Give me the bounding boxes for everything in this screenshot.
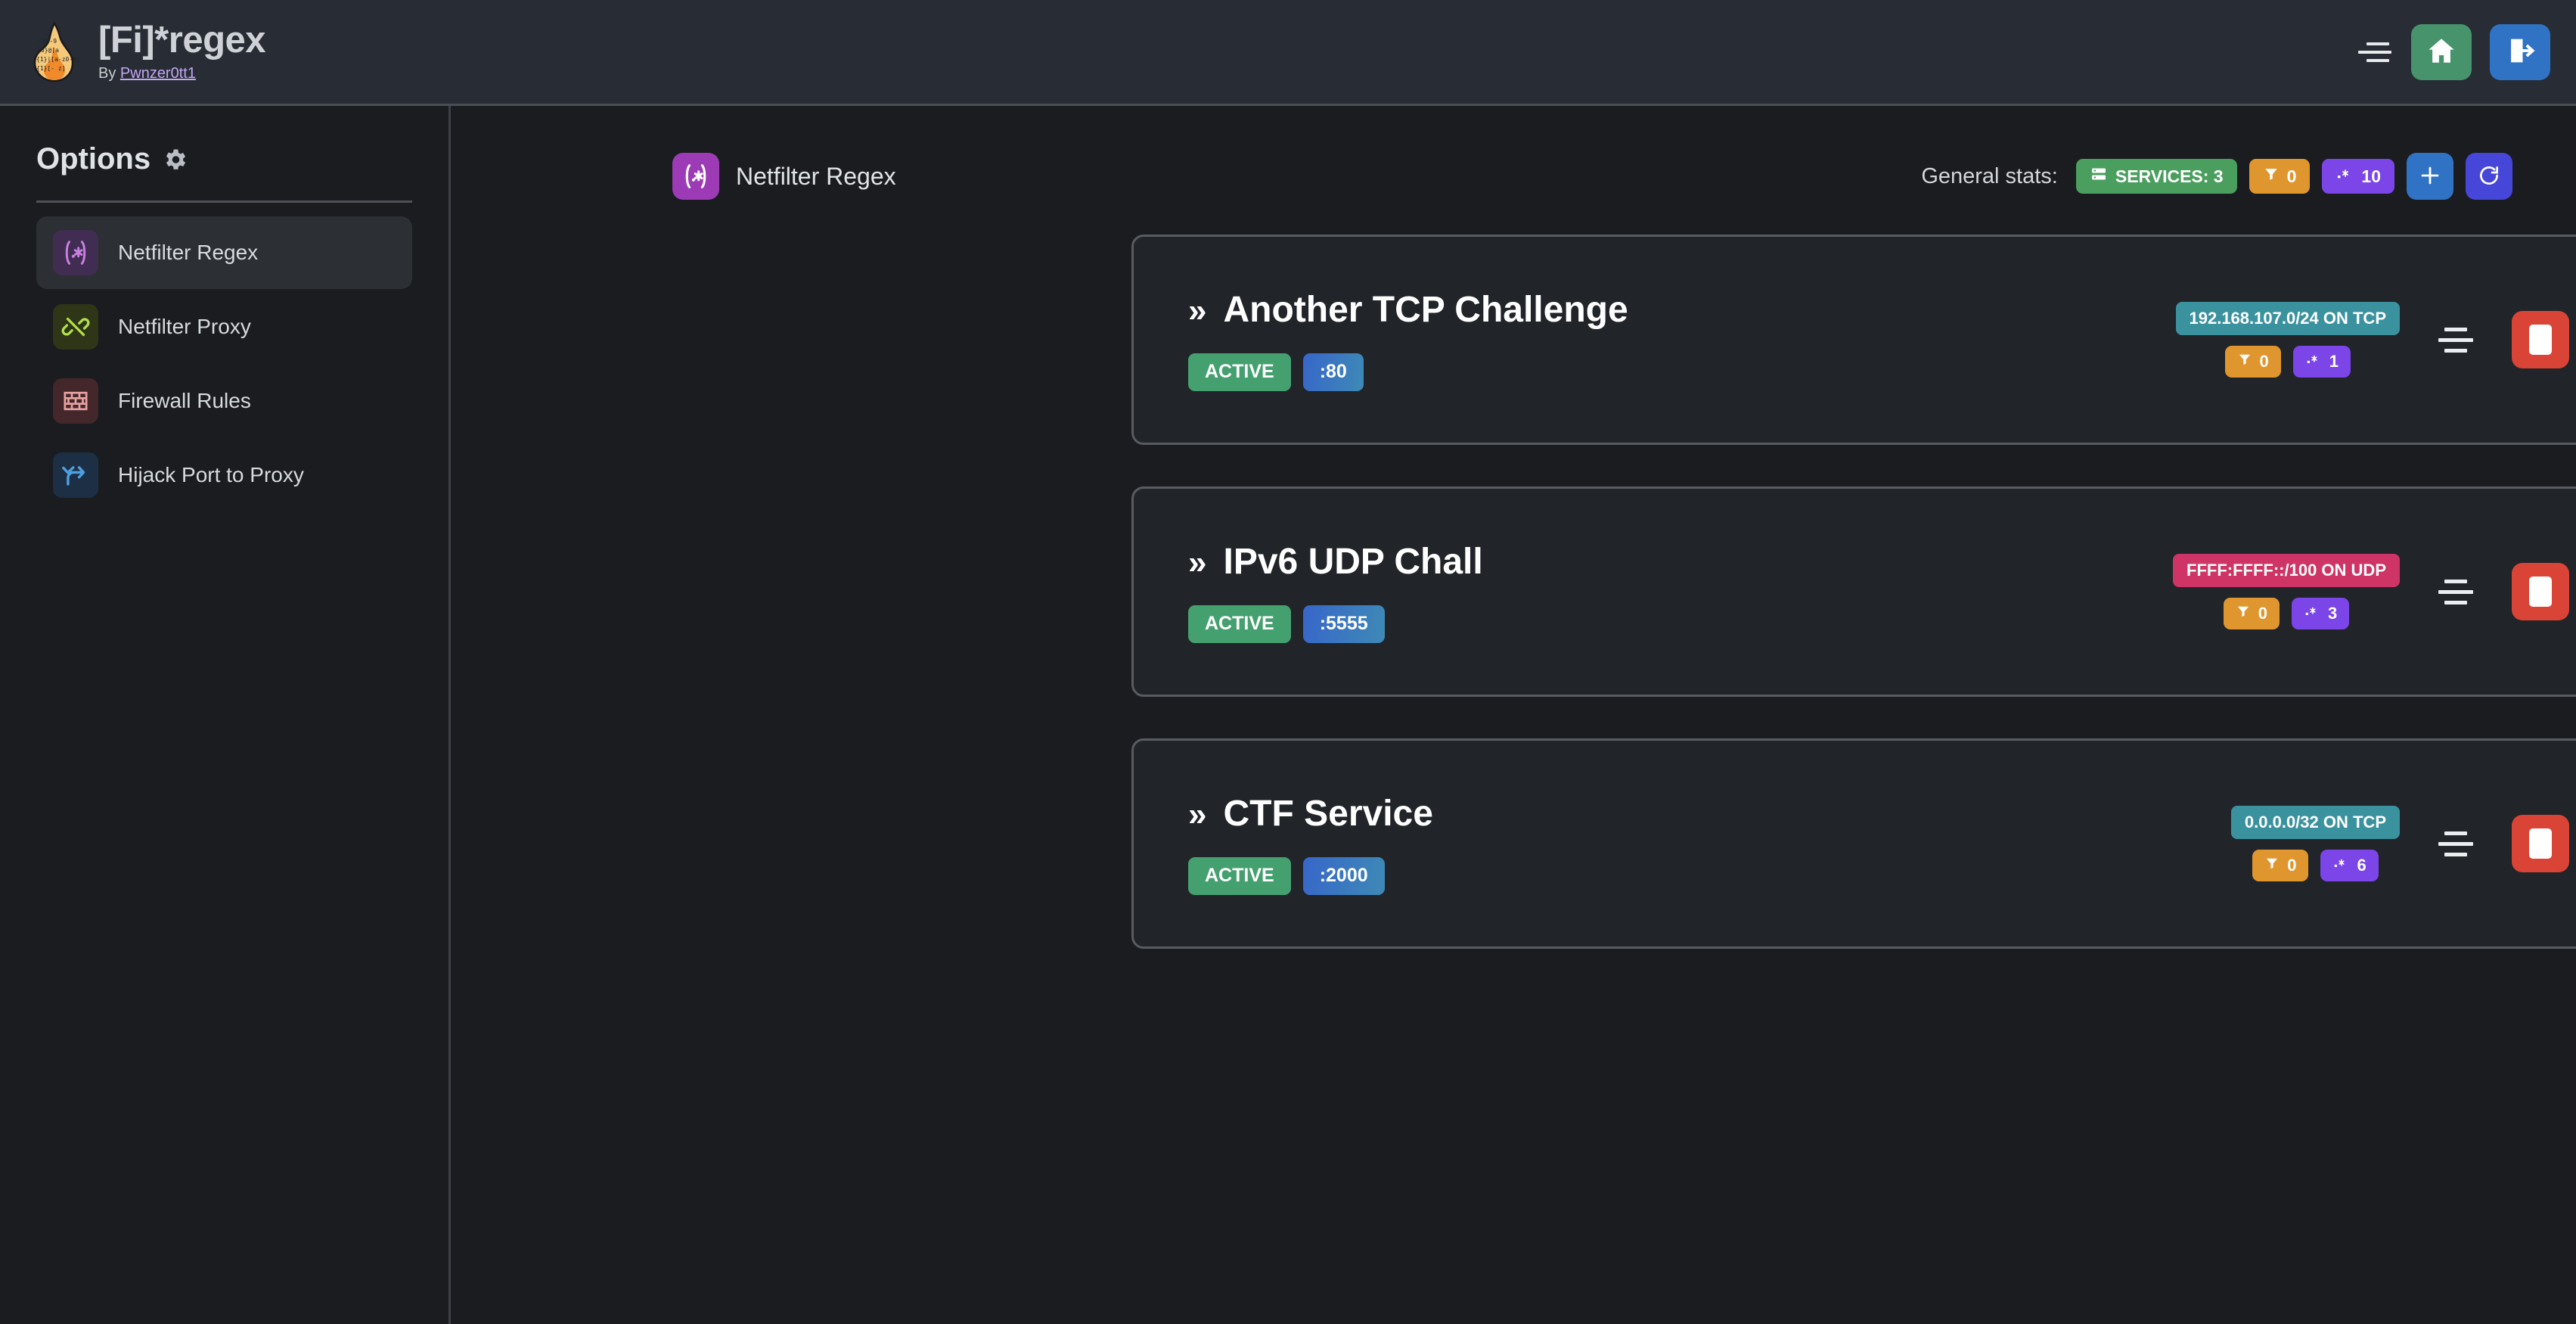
filter-count-badge: 0 bbox=[2223, 598, 2280, 629]
service-card[interactable]: » IPv6 UDP Chall ACTIVE :5555 FFFF:FFFF:… bbox=[1131, 486, 2576, 697]
regex-count-label: 6 bbox=[2357, 856, 2367, 875]
filter-count-label: 0 bbox=[2258, 604, 2267, 623]
status-badge-filters[interactable]: 0 bbox=[2249, 159, 2311, 194]
gear-icon[interactable] bbox=[161, 146, 188, 173]
drag-handle-icon[interactable] bbox=[2435, 579, 2477, 605]
home-button[interactable] bbox=[2411, 23, 2472, 80]
svg-text:20}@[a: 20}@[a bbox=[37, 47, 59, 54]
general-stats-label: General stats: bbox=[1921, 163, 2058, 188]
server-icon bbox=[2090, 165, 2108, 188]
regex-count-label: 3 bbox=[2328, 604, 2338, 623]
sidebar-item-hijack-port-to-proxy[interactable]: Hijack Port to Proxy bbox=[36, 439, 412, 511]
stop-button[interactable] bbox=[2512, 311, 2569, 368]
regex-count-badge: 3 bbox=[2292, 598, 2350, 629]
filters-count-label: 0 bbox=[2286, 166, 2297, 186]
status-badge-services[interactable]: SERVICES: 3 bbox=[2075, 159, 2237, 194]
service-name: Another TCP Challenge bbox=[1223, 289, 1628, 330]
sidebar-item-netfilter-regex[interactable]: Netfilter Regex bbox=[36, 216, 412, 289]
flame-regex-logo-icon: -z0-9 20}@[a {1}|[a-z0-9] {1}[- z] bbox=[26, 21, 82, 82]
port-badge: :5555 bbox=[1302, 605, 1385, 643]
regex-icon bbox=[672, 153, 719, 200]
service-card[interactable]: » Another TCP Challenge ACTIVE :80 192.1… bbox=[1131, 235, 2576, 445]
status-badge: ACTIVE bbox=[1188, 353, 1291, 391]
double-chevron-right-icon: » bbox=[1188, 543, 1207, 581]
hamburger-menu-icon[interactable] bbox=[2357, 37, 2393, 67]
filter-count-badge: 0 bbox=[2252, 850, 2309, 881]
service-list: » Another TCP Challenge ACTIVE :80 192.1… bbox=[1131, 235, 2576, 949]
app-header: -z0-9 20}@[a {1}|[a-z0-9] {1}[- z] [Fi]*… bbox=[0, 0, 2576, 106]
status-badge: ACTIVE bbox=[1188, 856, 1291, 895]
home-icon bbox=[2425, 35, 2457, 69]
sidebar-item-label: Netfilter Regex bbox=[118, 241, 259, 264]
sidebar: Options Netfilter Regex Netfilt bbox=[0, 106, 451, 1324]
sidebar-item-label: Hijack Port to Proxy bbox=[118, 463, 304, 486]
sidebar-item-label: Netfilter Proxy bbox=[118, 315, 251, 338]
port-badge: :2000 bbox=[1302, 856, 1385, 895]
regex-dot-star-icon bbox=[2332, 855, 2349, 876]
app-author: By Pwnzer0tt1 bbox=[98, 65, 265, 82]
service-name: IPv6 UDP Chall bbox=[1223, 541, 1483, 582]
svg-text:{1}[- z]: {1}[- z] bbox=[36, 65, 66, 72]
sidebar-title: Options bbox=[36, 142, 151, 176]
regex-dot-star-icon bbox=[2335, 165, 2354, 188]
network-badge: 192.168.107.0/24 ON TCP bbox=[2175, 302, 2400, 335]
filter-count-badge: 0 bbox=[2224, 346, 2281, 378]
sidebar-header: Options bbox=[36, 142, 412, 176]
stop-icon bbox=[2529, 325, 2552, 355]
double-chevron-right-icon: » bbox=[1188, 291, 1207, 329]
service-name: CTF Service bbox=[1223, 793, 1433, 834]
regex-count-label: 1 bbox=[2329, 352, 2339, 371]
filter-count-label: 0 bbox=[2259, 352, 2269, 371]
svg-text:-z0-9: -z0-9 bbox=[39, 38, 57, 45]
filter-count-label: 0 bbox=[2287, 856, 2297, 875]
sidebar-item-label: Firewall Rules bbox=[118, 389, 251, 412]
double-chevron-right-icon: » bbox=[1188, 795, 1207, 833]
filter-icon bbox=[2236, 604, 2251, 623]
regex-dot-star-icon bbox=[2305, 351, 2322, 372]
logout-icon bbox=[2504, 35, 2536, 69]
status-badge: ACTIVE bbox=[1188, 605, 1291, 643]
stop-button[interactable] bbox=[2512, 563, 2569, 620]
sidebar-item-firewall-rules[interactable]: Firewall Rules bbox=[36, 365, 412, 437]
regex-count-badge: 1 bbox=[2292, 346, 2351, 378]
stop-button[interactable] bbox=[2512, 815, 2569, 872]
main-content: Netfilter Regex General stats: SERVICES:… bbox=[453, 106, 2576, 1324]
network-badge: FFFF:FFFF::/100 ON UDP bbox=[2173, 554, 2400, 587]
add-service-button[interactable] bbox=[2407, 153, 2453, 200]
by-prefix: By bbox=[98, 64, 120, 82]
regexes-count-label: 10 bbox=[2361, 166, 2381, 186]
port-badge: :80 bbox=[1302, 353, 1364, 391]
stop-icon bbox=[2529, 577, 2552, 607]
network-badge: 0.0.0.0/32 ON TCP bbox=[2230, 806, 2400, 839]
regex-dot-star-icon bbox=[2304, 603, 2320, 624]
regex-count-badge: 6 bbox=[2320, 850, 2379, 881]
route-icon bbox=[53, 452, 98, 498]
regex-icon bbox=[53, 230, 98, 275]
refresh-icon bbox=[2477, 163, 2501, 190]
brick-wall-icon bbox=[53, 378, 98, 424]
section-header: Netfilter Regex General stats: SERVICES:… bbox=[453, 153, 2576, 200]
plus-icon bbox=[2417, 163, 2443, 191]
general-stats: General stats: SERVICES: 3 0 bbox=[1921, 153, 2512, 200]
plug-icon bbox=[53, 304, 98, 350]
sidebar-item-netfilter-proxy[interactable]: Netfilter Proxy bbox=[36, 291, 412, 363]
app-title: [Fi]*regex bbox=[98, 20, 266, 61]
author-link[interactable]: Pwnzer0tt1 bbox=[119, 64, 196, 82]
status-badge-regexes[interactable]: 10 bbox=[2322, 159, 2394, 194]
drag-handle-icon[interactable] bbox=[2435, 831, 2477, 856]
refresh-button[interactable] bbox=[2466, 153, 2512, 200]
svg-text:{1}|[a-z0-9]: {1}|[a-z0-9] bbox=[36, 56, 80, 63]
drag-handle-icon[interactable] bbox=[2435, 327, 2477, 353]
service-card[interactable]: » CTF Service ACTIVE :2000 0.0.0.0/32 ON… bbox=[1131, 738, 2576, 949]
logout-button[interactable] bbox=[2490, 23, 2550, 80]
filter-icon bbox=[2263, 166, 2280, 187]
page-title: Netfilter Regex bbox=[736, 162, 896, 190]
stop-icon bbox=[2529, 828, 2552, 859]
services-count-label: SERVICES: 3 bbox=[2115, 166, 2224, 186]
filter-icon bbox=[2237, 352, 2252, 371]
filter-icon bbox=[2264, 856, 2280, 875]
sidebar-divider bbox=[36, 200, 412, 203]
brand: -z0-9 20}@[a {1}|[a-z0-9] {1}[- z] [Fi]*… bbox=[26, 20, 266, 82]
